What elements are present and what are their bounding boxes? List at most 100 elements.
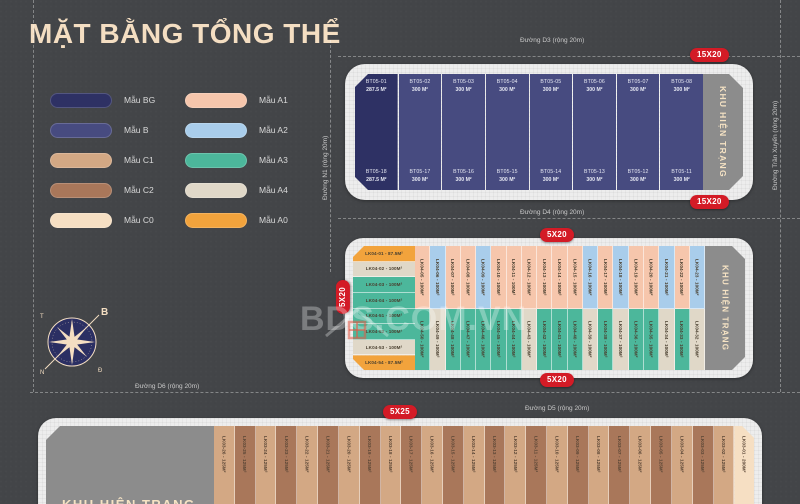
lk04-horizontal-lot[interactable]: LK04-03 - 100M² [353, 277, 415, 293]
lk03-lot-cell[interactable]: LK03-19 - 125M² [359, 426, 381, 504]
lk04-lot-cell[interactable]: LK04-45 - 100M² [491, 308, 507, 370]
lk04-lot-cell[interactable]: LK04-37 - 100M² [613, 308, 629, 370]
lk03-lot-cell[interactable]: LK03-17 - 125M² [401, 426, 423, 504]
lk03-lot-cell[interactable]: LK03-13 - 125M² [484, 426, 506, 504]
lk04-lot-cell[interactable]: LK04-44 - 100M² [506, 308, 522, 370]
lk04-lot-cell[interactable]: LK04-10 - 100M² [491, 246, 507, 309]
lk04-lot-cell[interactable]: LK04-18 - 100M² [613, 246, 629, 309]
lk04-lot-cell[interactable]: LK04-22 - 100M² [674, 246, 690, 309]
lk04-lot-cell[interactable]: LK04-35 - 100M² [643, 308, 660, 370]
lk04-lot-cell[interactable]: LK04-43 - 100M² [521, 308, 538, 370]
lk04-lot-cell[interactable]: LK04-07 - 100M² [445, 246, 461, 309]
lk03-lot-cell[interactable]: LK03-09 - 125M² [567, 426, 589, 504]
lk03-lot-cell[interactable]: LK03-18 - 125M² [380, 426, 402, 504]
lk04-lot-cell[interactable]: LK04-19 - 100M² [628, 246, 644, 309]
lk04-lot-cell[interactable]: LK04-49 - 100M² [430, 308, 446, 370]
lk04-horizontal-lot[interactable]: LK04-51 - 100M² [353, 308, 415, 325]
lk04-horizontal-lot[interactable]: LK04-01 - 87.5M² [353, 246, 415, 262]
lk04-lot-cell[interactable]: LK04-09 - 100M² [476, 246, 492, 309]
lk03-lot-cell[interactable]: LK03-08 - 125M² [588, 426, 610, 504]
lk04-lot-cell[interactable]: LK04-13 - 100M² [537, 246, 553, 309]
lk04-lot-cell[interactable]: LK04-33 - 100M² [674, 308, 690, 370]
lk03-lot-cell[interactable]: LK03-07 - 125M² [609, 426, 631, 504]
lk04-horizontal-lot[interactable]: LK04-53 - 100M² [353, 339, 415, 356]
lk03-lot-cell[interactable]: LK03-26 - 125M² [214, 426, 235, 504]
lk04-horizontal-lot[interactable]: LK04-02 - 100M² [353, 261, 415, 278]
lk04-lot-cell[interactable]: LK04-41 - 100M² [552, 308, 568, 370]
lk03-lot-cell[interactable]: LK03-25 - 125M² [234, 426, 256, 504]
lk04-lot-cell[interactable]: LK04-23 - 100M² [689, 246, 706, 309]
lk03-lot-cell[interactable]: LK03-16 - 125M² [422, 426, 443, 504]
lk03-lot-cell[interactable]: LK03-23 - 125M² [276, 426, 298, 504]
lk03-lot-cell[interactable]: LK03-24 - 125M² [255, 426, 277, 504]
lk03-lot-cell[interactable]: LK03-15 - 125M² [442, 426, 464, 504]
lk03-lot-cell[interactable]: LK03-11 - 125M² [526, 426, 547, 504]
lk04-lot-cell[interactable]: LK04-17 - 100M² [598, 246, 614, 309]
lk03-lot-cell[interactable]: LK03-03 - 125M² [692, 426, 714, 504]
lk03-lot-cell[interactable]: LK03-04 - 125M² [671, 426, 693, 504]
lk04-lot-cell[interactable]: LK04-14 - 100M² [552, 246, 568, 309]
lk04-lot-cell[interactable]: LK04-38 - 100M² [598, 308, 614, 370]
lk04-lot-cell[interactable]: LK04-40 - 100M² [567, 308, 583, 370]
lk03-lot-cell[interactable]: LK03-20 - 125M² [338, 426, 360, 504]
lk03-lot-cell[interactable]: LK03-14 - 125M² [463, 426, 485, 504]
lk03-lot-cell[interactable]: LK03-12 - 125M² [505, 426, 527, 504]
lk04-lot-cell[interactable]: LK04-08 - 100M² [460, 246, 477, 309]
lk04-lot-cell[interactable]: LK04-20 - 100M² [643, 246, 660, 309]
lk03-lot-cell[interactable]: LK03-06 - 125M² [630, 426, 652, 504]
lk04-lot-cell[interactable]: LK04-12 - 100M² [521, 246, 538, 309]
lk04-lot-cell[interactable]: LK04-21 - 100M² [659, 246, 675, 309]
lk04-lot-cell[interactable]: LK04-06 - 100M² [430, 246, 446, 309]
lk04-lot-cell[interactable]: LK04-16 - 100M² [582, 246, 599, 309]
lk04-horizontal-lot[interactable]: LK04-54 - 87.5M² [353, 355, 415, 370]
lk04-horizontal-lot[interactable]: LK04-52 - 100M² [353, 324, 415, 340]
lk04-lot-cell[interactable]: LK04-50 - 100M² [415, 308, 431, 370]
lk04-lot-cell[interactable]: LK04-11 - 100M² [506, 246, 522, 309]
lk03-lot-cell[interactable]: LK03-01 - 200M² [734, 426, 754, 504]
lk04-lot-cell[interactable]: LK04-32 - 100M² [689, 308, 706, 370]
lk04-lot-cell[interactable]: LK04-36 - 100M² [628, 308, 644, 370]
lk04-lot-cell[interactable]: LK04-34 - 100M² [659, 308, 675, 370]
lk03-lot-cell[interactable]: LK03-21 - 125M² [318, 426, 339, 504]
lk04-lot-cell[interactable]: LK04-47 - 100M² [460, 308, 477, 370]
lk04-lot-cell[interactable]: LK04-15 - 100M² [567, 246, 583, 309]
lk03-lot-cell[interactable]: LK03-02 - 125M² [713, 426, 735, 504]
